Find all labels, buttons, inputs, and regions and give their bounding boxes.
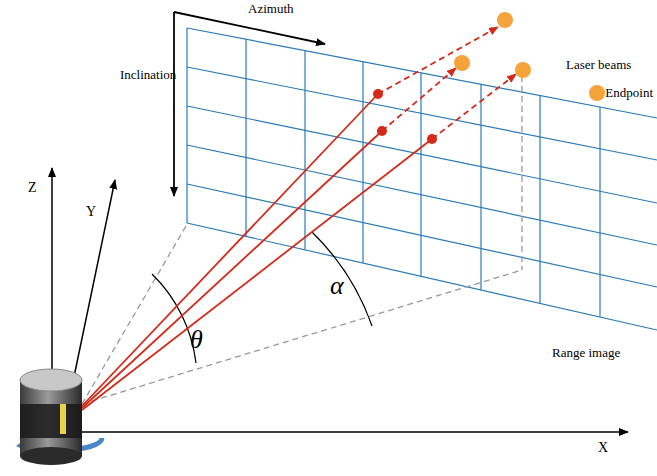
axis-name: X — [598, 440, 608, 455]
inclination-arrow — [173, 12, 175, 196]
range-image-grid — [187, 28, 657, 330]
grid-column-line — [539, 96, 540, 304]
lidar-sensor — [16, 369, 102, 465]
grid-column-line — [420, 73, 421, 276]
alpha-arc — [312, 232, 372, 326]
legend-label: Laser beams — [566, 58, 631, 72]
grid-column-line — [362, 62, 363, 263]
caption-label: Range image — [552, 346, 620, 360]
axis-name: Y — [86, 204, 96, 219]
grid-column-line — [304, 51, 305, 250]
angle-symbol: α — [330, 272, 344, 301]
grid-row-line — [187, 184, 657, 287]
beam-hit-dots — [373, 89, 437, 144]
grid-column-line — [480, 84, 481, 290]
axis-label: Inclination — [120, 68, 176, 82]
endpoint-dots — [454, 12, 605, 101]
axis-label: Azimuth — [248, 2, 294, 16]
axis-name: Z — [28, 180, 37, 195]
grid-column-line — [186, 28, 187, 223]
grid-row-line — [187, 145, 657, 245]
coordinate-axes — [52, 168, 628, 432]
laser-beams — [82, 27, 516, 410]
grid-row-line — [187, 223, 657, 330]
grid-column-line — [245, 39, 246, 236]
grid-row-line — [187, 106, 657, 203]
grid-column-line — [599, 107, 600, 317]
legend-label: Endpoint — [605, 86, 653, 100]
angle-symbol: θ — [190, 326, 203, 355]
azimuth-arrow — [174, 12, 325, 44]
grid-row-line — [187, 28, 657, 118]
